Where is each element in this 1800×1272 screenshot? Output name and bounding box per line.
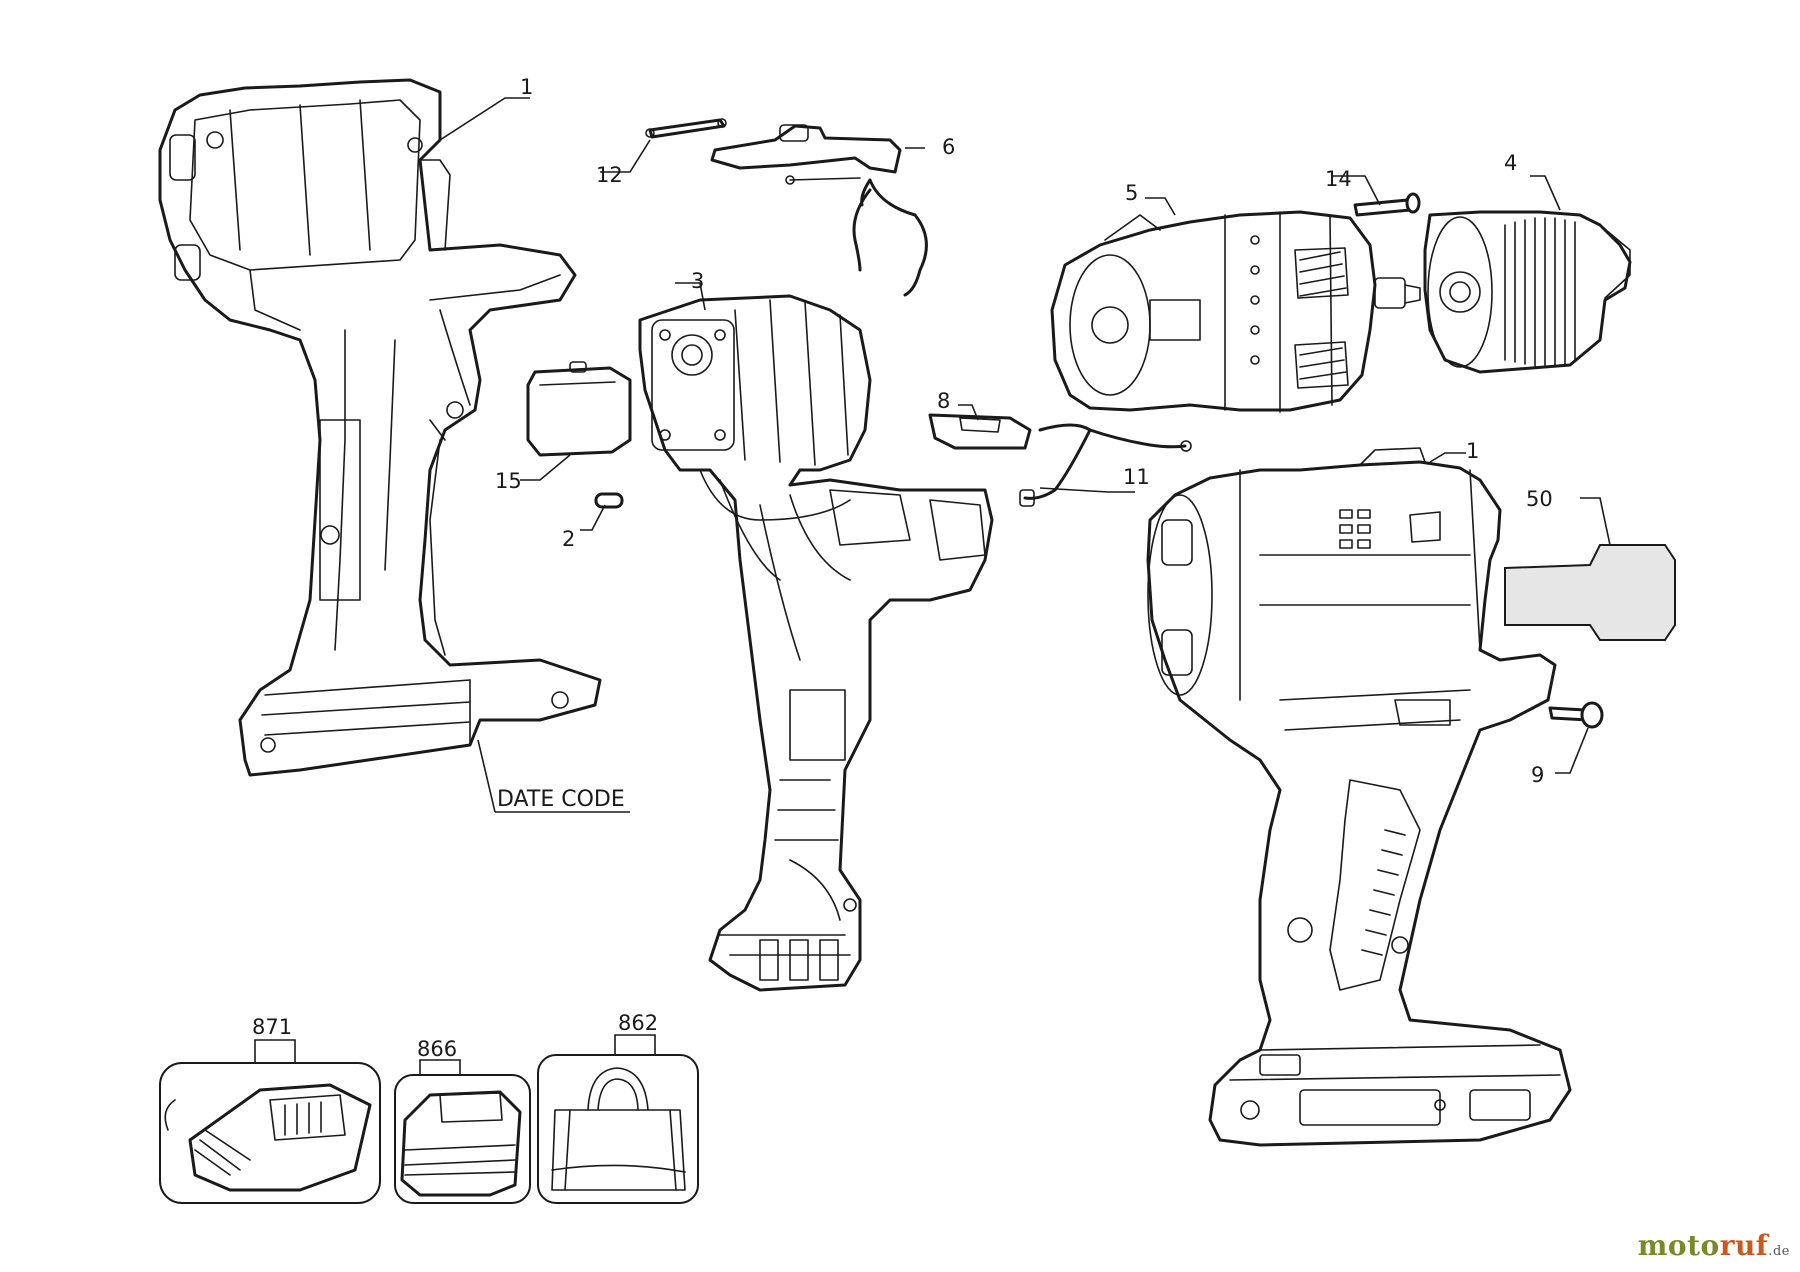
callout-862: 862 xyxy=(618,1011,658,1035)
callout-14: 14 xyxy=(1325,167,1352,191)
chuck-knurling xyxy=(1504,217,1576,367)
pin-part-2 xyxy=(594,492,624,509)
callout-866: 866 xyxy=(417,1037,457,1061)
label-part-50 xyxy=(1504,544,1676,641)
callout-1-top: 1 xyxy=(520,75,533,99)
callout-5: 5 xyxy=(1125,181,1138,205)
callout-1-right: 1 xyxy=(1466,439,1479,463)
assembled-drill-housing xyxy=(1146,447,1572,1147)
leader-lines xyxy=(439,97,1611,813)
watermark-brand-b: ruf xyxy=(1719,1229,1769,1262)
spring-part-11 xyxy=(1019,423,1192,507)
callout-4: 4 xyxy=(1504,151,1517,175)
screw-part-9 xyxy=(1548,701,1604,729)
callout-9: 9 xyxy=(1531,763,1544,787)
callout-11: 11 xyxy=(1123,465,1150,489)
housing-left-half xyxy=(158,78,602,777)
gearbox-hatching xyxy=(1299,251,1347,380)
callout-50: 50 xyxy=(1526,487,1553,511)
accessory-bag-862: 862 xyxy=(537,1011,699,1204)
accessory-charger-871: 871 xyxy=(159,1015,381,1204)
date-code-label: DATE CODE xyxy=(497,787,625,812)
callout-6: 6 xyxy=(942,135,955,159)
callout-15: 15 xyxy=(495,469,522,493)
watermark-logo: motoruf.de xyxy=(1638,1229,1790,1262)
callout-871: 871 xyxy=(252,1015,292,1039)
speed-selector-part-8 xyxy=(928,413,1032,450)
callout-8: 8 xyxy=(937,389,950,413)
callout-numbers: 1 12 6 3 5 14 4 8 15 2 11 1 50 9 DATE CO… xyxy=(495,75,1553,812)
callout-3: 3 xyxy=(691,269,704,293)
belt-clip-part-15 xyxy=(526,361,632,457)
watermark-tld: .de xyxy=(1768,1244,1790,1259)
pin-part-12 xyxy=(645,118,727,139)
watermark-brand-a: moto xyxy=(1637,1229,1720,1262)
motor-and-switch-assembly xyxy=(638,294,994,992)
forward-reverse-slide-part-6 xyxy=(710,124,928,297)
chuck-part-4 xyxy=(1423,210,1632,374)
callout-2: 2 xyxy=(562,527,575,551)
grip-texture xyxy=(1361,829,1406,956)
screw-part-14 xyxy=(1353,192,1421,217)
gearbox-part-5 xyxy=(1050,210,1421,413)
callout-12: 12 xyxy=(596,163,623,187)
accessory-battery-866: 866 xyxy=(394,1037,531,1204)
